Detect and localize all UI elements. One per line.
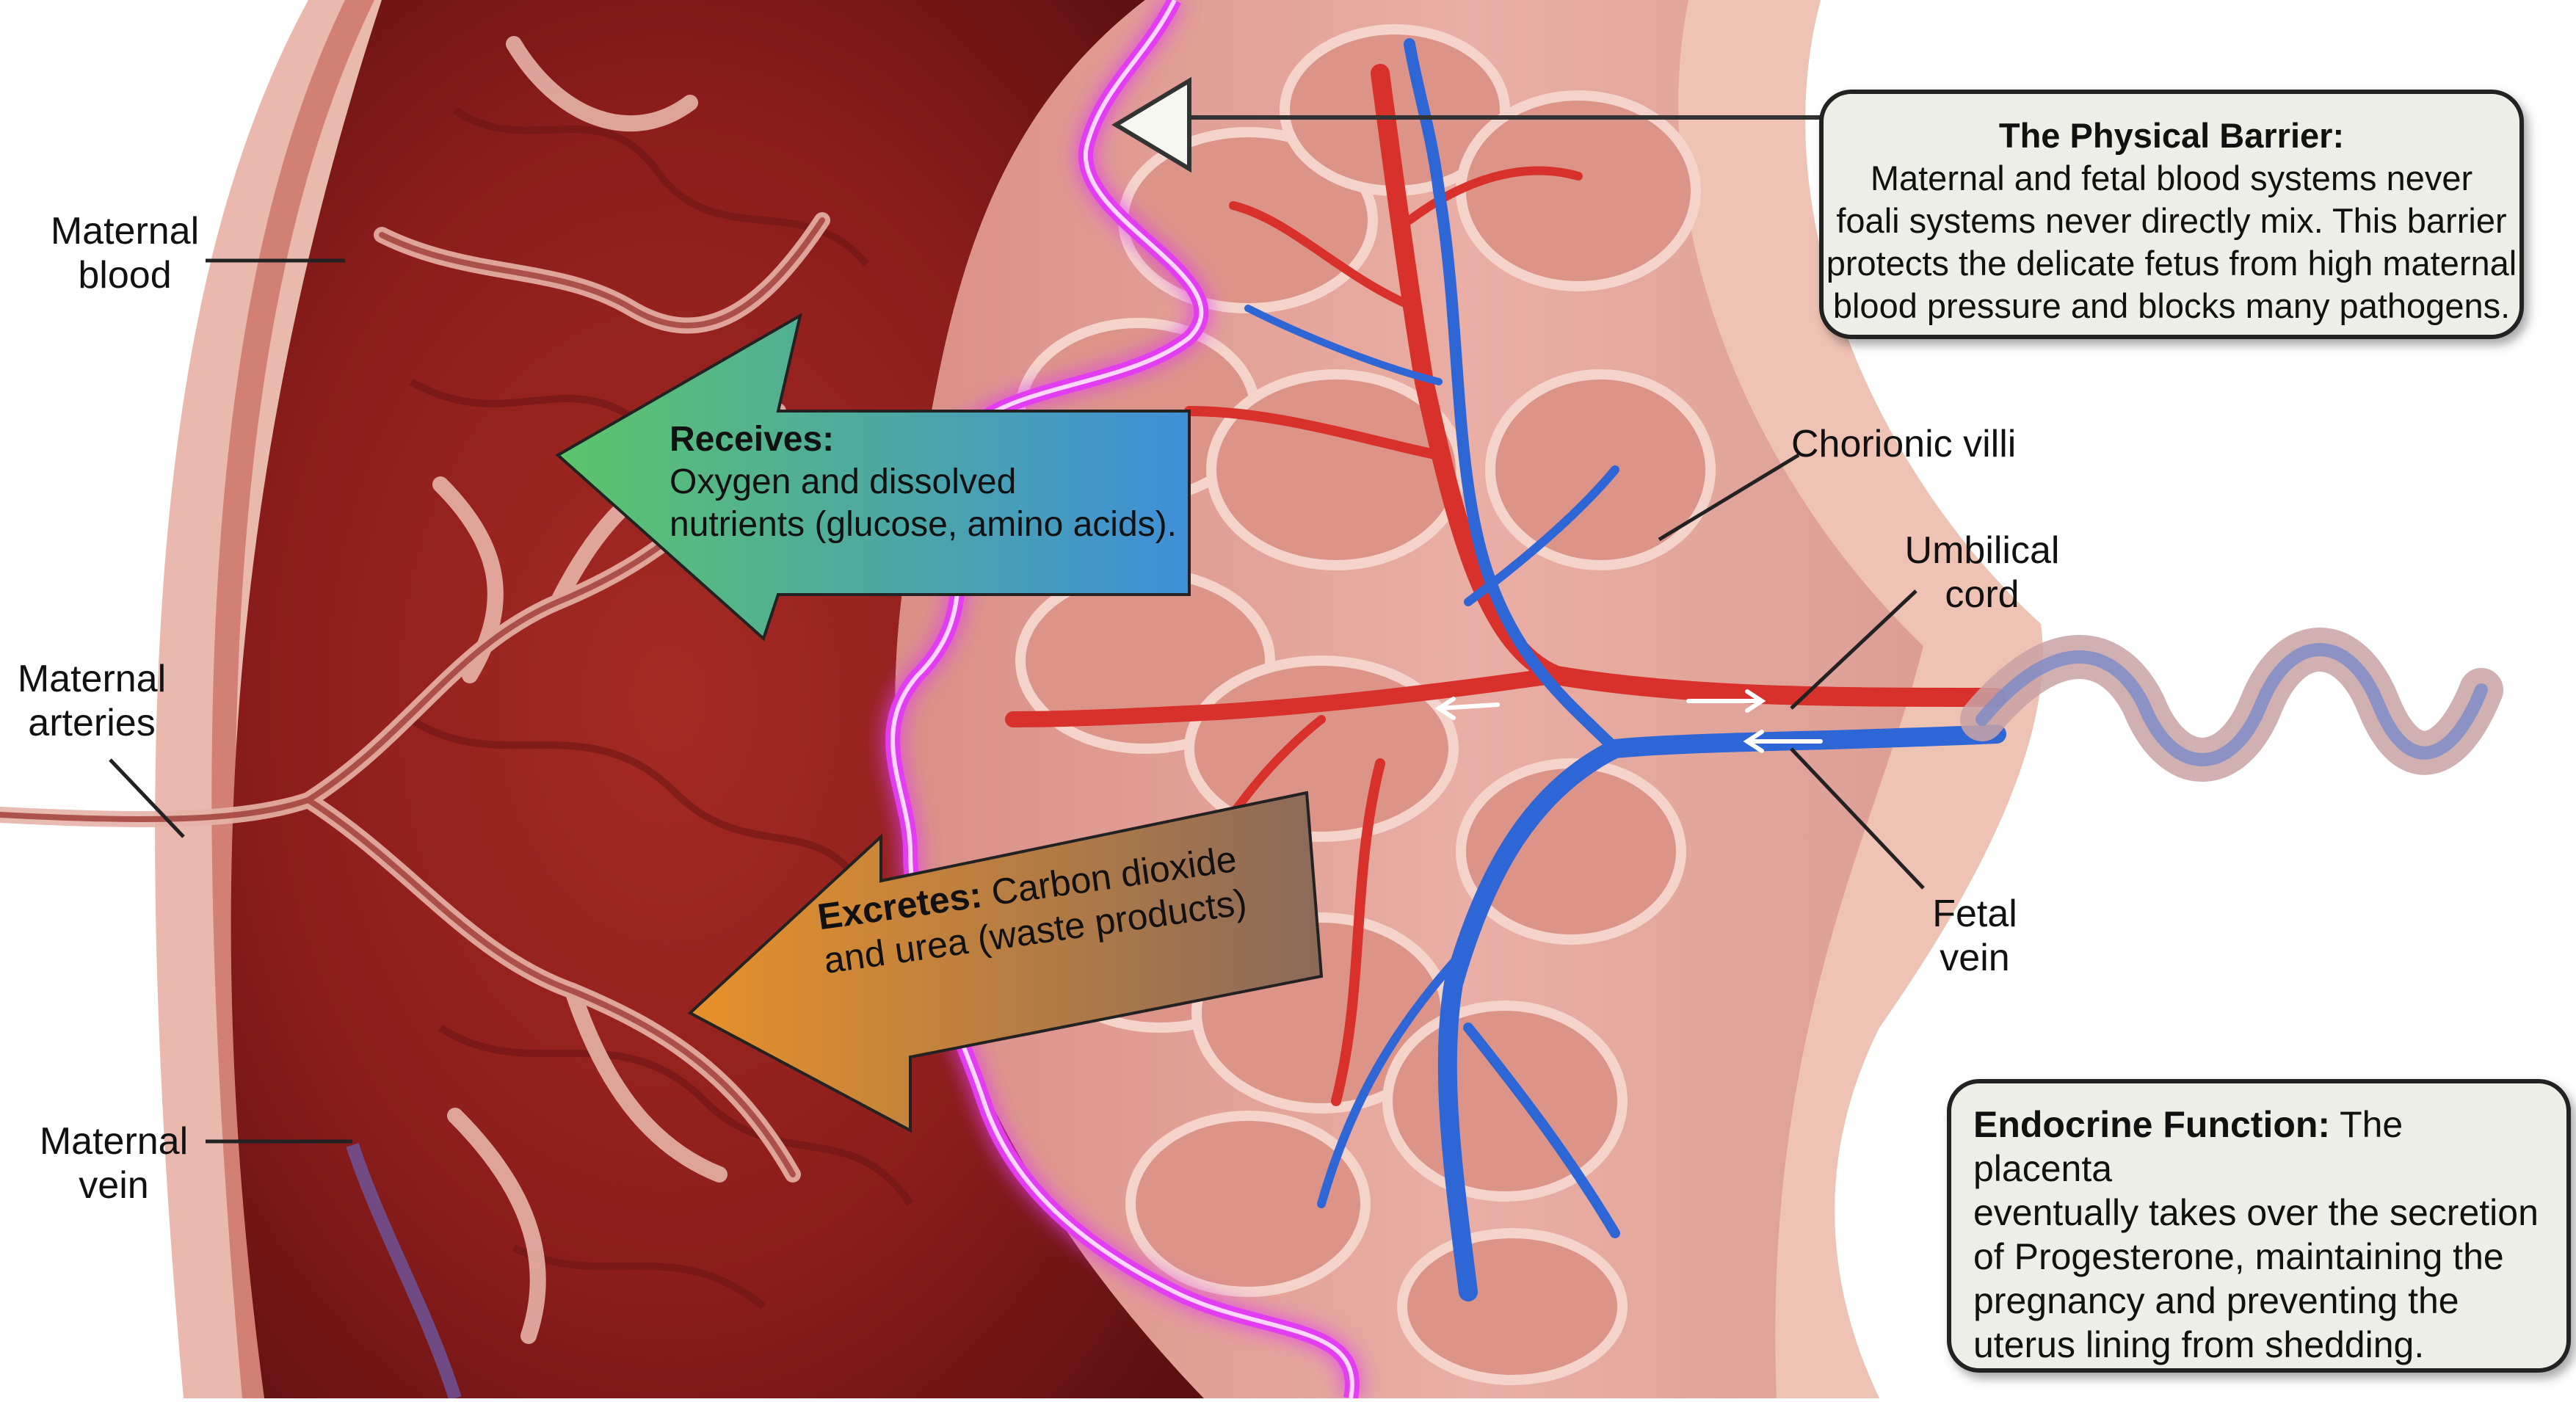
label-maternal-vein: Maternal vein — [22, 1119, 206, 1207]
label-chorionic-villi: Chorionic villi — [1791, 422, 2056, 466]
endocrine-line: of Progesterone, maintaining the — [1973, 1235, 2544, 1279]
umbilical-cord — [1982, 650, 2481, 760]
barrier-line: Maternal and fetal blood systems never — [1824, 157, 2519, 200]
label-maternal-blood: Maternal blood — [29, 209, 220, 297]
label-maternal-arteries: Maternal arteries — [0, 657, 184, 745]
endocrine-function-callout: Endocrine Function: The placenta eventua… — [1947, 1079, 2571, 1373]
receives-title: Receives: — [670, 418, 1227, 461]
barrier-line: foali systems never directly mix. This b… — [1824, 200, 2519, 242]
endocrine-line: pregnancy and preventing the — [1973, 1279, 2544, 1323]
barrier-line: blood pressure and blocks many pathogens… — [1824, 285, 2519, 327]
receives-line: Oxygen and dissolved — [670, 461, 1227, 504]
physical-barrier-callout: The Physical Barrier: Maternal and fetal… — [1819, 90, 2524, 339]
receives-text: Receives: Oxygen and dissolved nutrients… — [670, 418, 1227, 546]
endocrine-line: eventually takes over the secretion — [1973, 1191, 2544, 1235]
barrier-title: The Physical Barrier: — [1824, 115, 2519, 157]
label-umbilical-cord: Umbilical cord — [1879, 529, 2085, 617]
endocrine-line: uterus lining from shedding. — [1973, 1323, 2544, 1367]
receives-line: nutrients (glucose, amino acids). — [670, 504, 1227, 546]
label-fetal-vein: Fetal vein — [1894, 892, 2056, 980]
barrier-line: protects the delicate fetus from high ma… — [1824, 242, 2519, 285]
endocrine-title: Endocrine Function: — [1973, 1104, 2330, 1145]
